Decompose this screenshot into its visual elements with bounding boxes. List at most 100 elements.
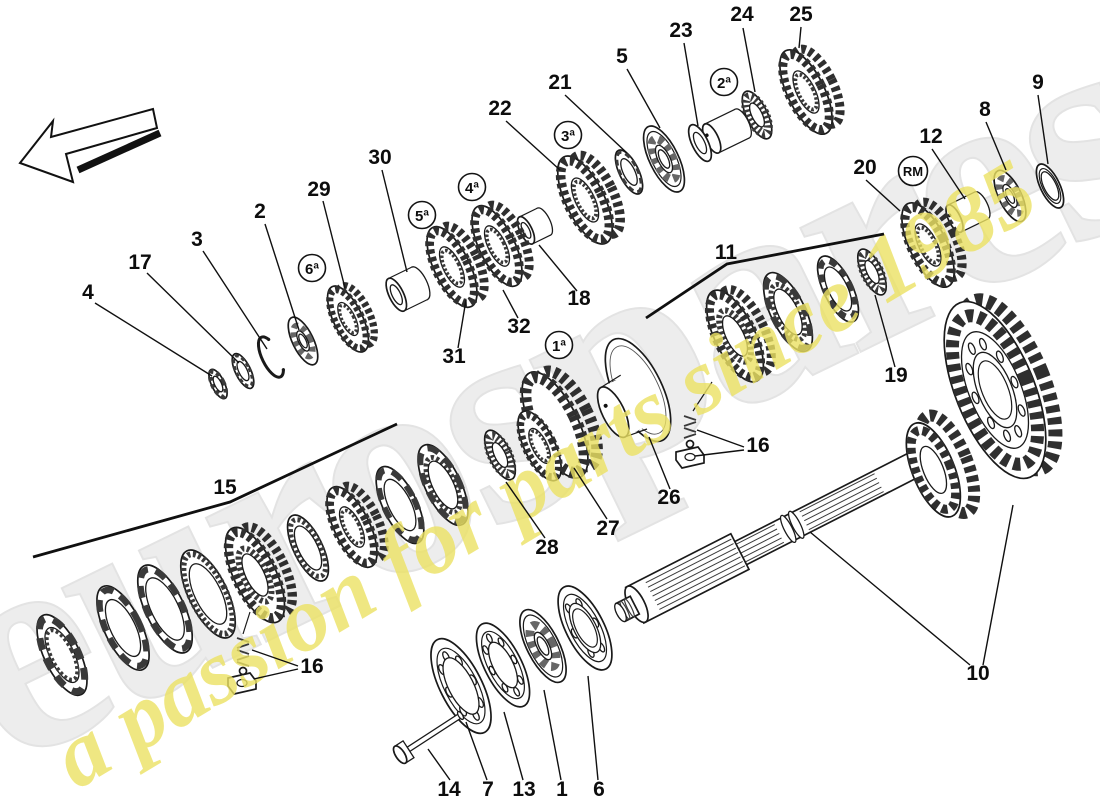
svg-text:4ª: 4ª bbox=[465, 180, 479, 197]
bolt-14 bbox=[392, 710, 465, 765]
detent-guide-line bbox=[692, 381, 713, 412]
needle-bearing-28 bbox=[483, 429, 517, 481]
callout-31: 31 bbox=[442, 345, 466, 368]
spacer-ring-lower bbox=[286, 514, 330, 582]
bevel-pinion-gear bbox=[905, 409, 981, 520]
ball bbox=[685, 439, 695, 449]
callout-1: 1 bbox=[556, 778, 568, 800]
ring-nut-4 bbox=[207, 368, 229, 400]
crown-wheel bbox=[943, 293, 1063, 480]
spring bbox=[683, 415, 697, 439]
shim-ring-9 bbox=[1035, 163, 1065, 209]
callout-3: 3 bbox=[191, 228, 203, 251]
callout-10: 10 bbox=[966, 662, 989, 685]
synchro-hub-11 bbox=[704, 285, 776, 383]
drive-cone-26 bbox=[596, 337, 672, 443]
callout-12: 12 bbox=[919, 125, 942, 148]
callout-13: 13 bbox=[512, 778, 535, 800]
group-bracket-15 bbox=[32, 422, 398, 559]
group-bracket-11 bbox=[645, 232, 885, 320]
synchro-ring-left-a bbox=[179, 549, 237, 639]
detent-kit-left bbox=[227, 637, 257, 695]
stub-splined-shaft bbox=[614, 532, 751, 625]
flange-13 bbox=[475, 622, 531, 708]
needle-bearing-24 bbox=[741, 90, 773, 140]
badge-5th-speed: 5ª bbox=[407, 200, 437, 230]
badge-2nd-speed: 2ª bbox=[709, 67, 739, 97]
callout-29: 29 bbox=[307, 178, 330, 201]
badge-reverse-gear: RM bbox=[897, 155, 929, 187]
callout-16-right: 16 bbox=[746, 434, 769, 457]
sliding-sleeve-front bbox=[35, 613, 89, 697]
callout-17: 17 bbox=[128, 251, 151, 274]
badge-6th-speed: 6ª bbox=[297, 253, 327, 283]
callout-18: 18 bbox=[567, 287, 591, 310]
spacer-ring-23 bbox=[687, 123, 713, 163]
synchro-ring-21 bbox=[614, 149, 644, 195]
synchro-ring-mid-b bbox=[375, 465, 425, 545]
callout-6: 6 bbox=[593, 778, 605, 800]
callout-32: 32 bbox=[507, 315, 530, 338]
callout-11: 11 bbox=[715, 241, 738, 264]
svg-text:3ª: 3ª bbox=[561, 128, 575, 145]
direction-arrow-icon bbox=[18, 107, 162, 184]
detent-guide-line bbox=[242, 611, 251, 635]
spring bbox=[236, 637, 250, 667]
callout-27: 27 bbox=[596, 517, 619, 540]
gear-4th-speed bbox=[470, 200, 534, 288]
callout-7: 7 bbox=[482, 778, 494, 800]
callout-9: 9 bbox=[1032, 71, 1044, 94]
synchro-ring-mid-a bbox=[417, 443, 469, 527]
callout-4: 4 bbox=[82, 281, 94, 304]
callout-5: 5 bbox=[616, 45, 628, 68]
gear-1st-speed bbox=[516, 365, 603, 482]
synchro-ring-left-b bbox=[136, 564, 194, 654]
circlip-3 bbox=[256, 335, 285, 379]
pawl bbox=[675, 446, 705, 469]
callout-21: 21 bbox=[548, 71, 572, 94]
callout-2: 2 bbox=[254, 200, 266, 223]
sliding-sleeve bbox=[816, 255, 860, 323]
callout-19: 19 bbox=[884, 364, 907, 387]
svg-text:1ª: 1ª bbox=[552, 338, 566, 355]
secondary-shaft-gear-train bbox=[207, 44, 845, 400]
flange-7 bbox=[430, 637, 492, 735]
callout-28: 28 bbox=[535, 536, 559, 559]
gear-reverse-rm bbox=[900, 197, 967, 288]
callout-20: 20 bbox=[853, 156, 876, 179]
gear-6th-speed bbox=[326, 282, 378, 353]
badge-1st-speed: 1ª bbox=[544, 330, 574, 360]
callout-24: 24 bbox=[730, 3, 754, 26]
synchro-hub-15 bbox=[223, 522, 298, 624]
svg-text:2ª: 2ª bbox=[717, 75, 731, 92]
callout-8: 8 bbox=[979, 98, 991, 121]
synchro-gear-wheel bbox=[325, 481, 389, 569]
svg-text:RM: RM bbox=[903, 164, 923, 179]
needle-bearing-19 bbox=[856, 248, 888, 296]
callout-15: 15 bbox=[213, 476, 237, 499]
callout-25: 25 bbox=[789, 3, 813, 26]
callout-14: 14 bbox=[437, 778, 461, 800]
badge-4th-speed: 4ª bbox=[457, 172, 487, 202]
synchronizer-and-final-drive-train bbox=[35, 163, 1065, 697]
speed-badges: 1ª 2ª 3ª 4ª 5ª 6ª RM bbox=[297, 67, 929, 360]
shaft-journal-12 bbox=[945, 191, 991, 234]
callout-16-left: 16 bbox=[300, 655, 323, 678]
svg-text:6ª: 6ª bbox=[305, 261, 319, 278]
callout-23: 23 bbox=[669, 19, 692, 42]
synchro-ring-left-c bbox=[96, 585, 150, 671]
flange-and-bearing-group bbox=[392, 532, 751, 765]
callout-22: 22 bbox=[488, 97, 511, 120]
ball-bearing-2 bbox=[287, 316, 319, 366]
detent-kit-right bbox=[675, 415, 705, 469]
synchro-ring-upper bbox=[762, 271, 814, 353]
bearing-8 bbox=[993, 169, 1027, 223]
callout-30: 30 bbox=[368, 146, 391, 169]
gear-5th-speed bbox=[425, 221, 489, 309]
callout-26: 26 bbox=[657, 486, 680, 509]
flange-6 bbox=[557, 585, 613, 671]
callout-labels: 4 17 3 2 29 30 22 21 5 23 24 25 9 8 12 2… bbox=[82, 3, 1044, 800]
pawl bbox=[227, 672, 257, 695]
